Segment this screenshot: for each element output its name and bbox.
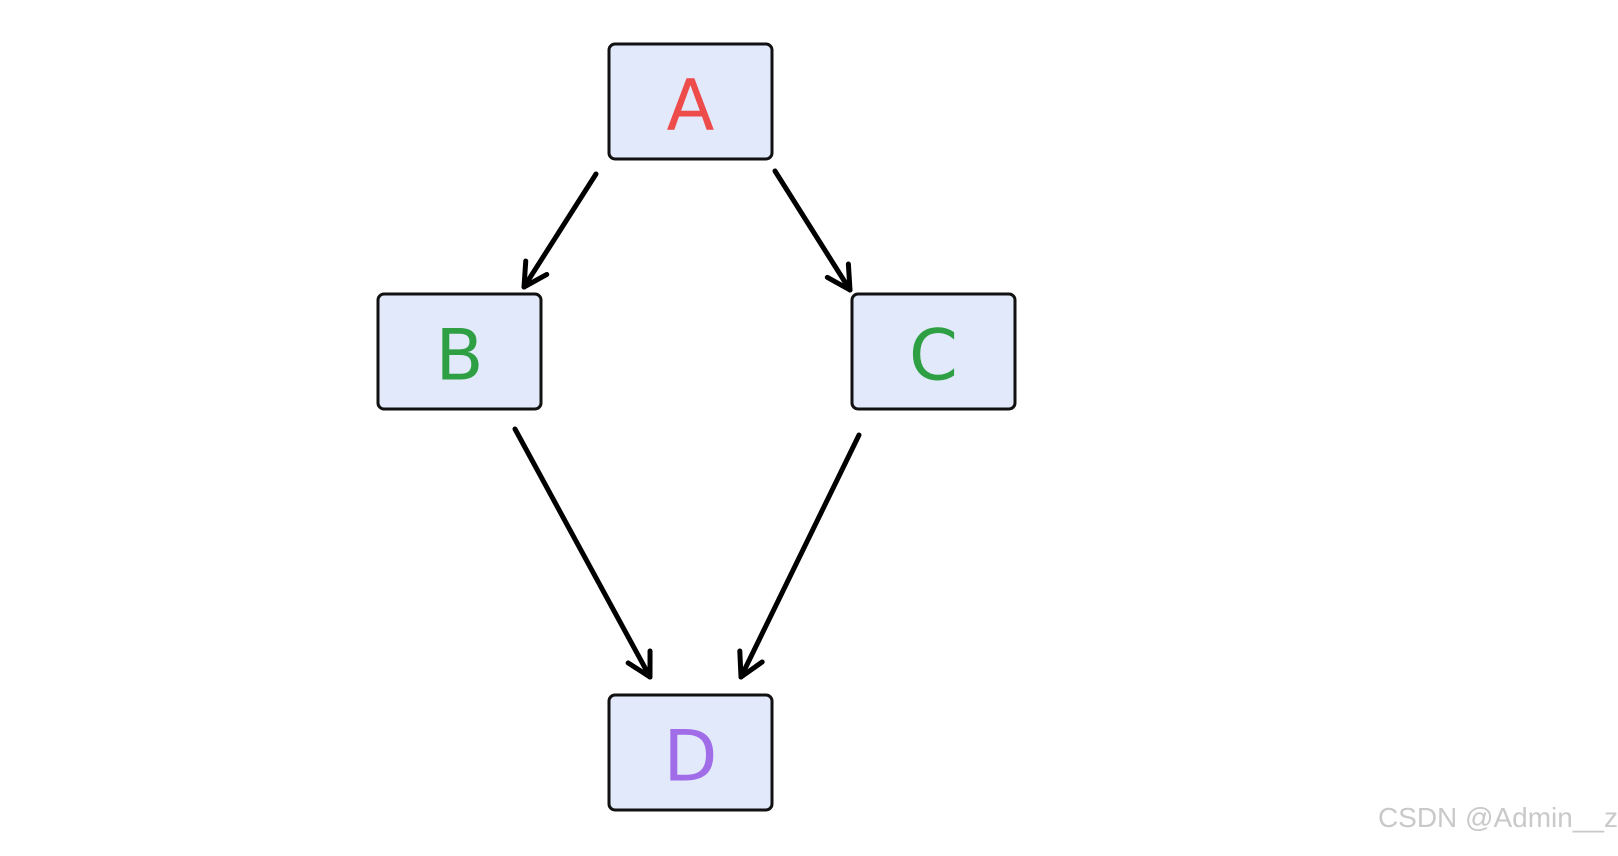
arrowhead-icon — [737, 648, 765, 680]
node-c: C — [850, 292, 1017, 411]
edge-line — [772, 168, 853, 293]
node-box — [376, 292, 543, 411]
arrowhead-icon — [824, 261, 853, 293]
watermark-text: CSDN @Admin__z — [1377, 802, 1618, 833]
arrowhead-icon — [625, 648, 653, 680]
nodes-layer: A B C D — [376, 42, 1017, 812]
node-label: B — [435, 315, 483, 397]
node-b: B — [376, 292, 543, 411]
edge-c-d — [737, 432, 862, 680]
node-d: D — [607, 693, 774, 812]
edge-line — [738, 432, 862, 680]
arrowhead-icon — [521, 258, 550, 290]
node-label: A — [667, 65, 715, 147]
node-box — [607, 693, 774, 812]
edge-line — [521, 171, 599, 290]
edge-b-d — [512, 426, 653, 680]
node-box — [607, 42, 774, 161]
edge-a-c — [772, 168, 853, 293]
node-box — [850, 292, 1017, 411]
edge-a-b — [521, 171, 599, 290]
node-label: D — [664, 716, 718, 798]
node-label: C — [909, 315, 958, 397]
node-a: A — [607, 42, 774, 161]
edge-line — [512, 426, 653, 680]
edges-layer — [512, 168, 862, 680]
